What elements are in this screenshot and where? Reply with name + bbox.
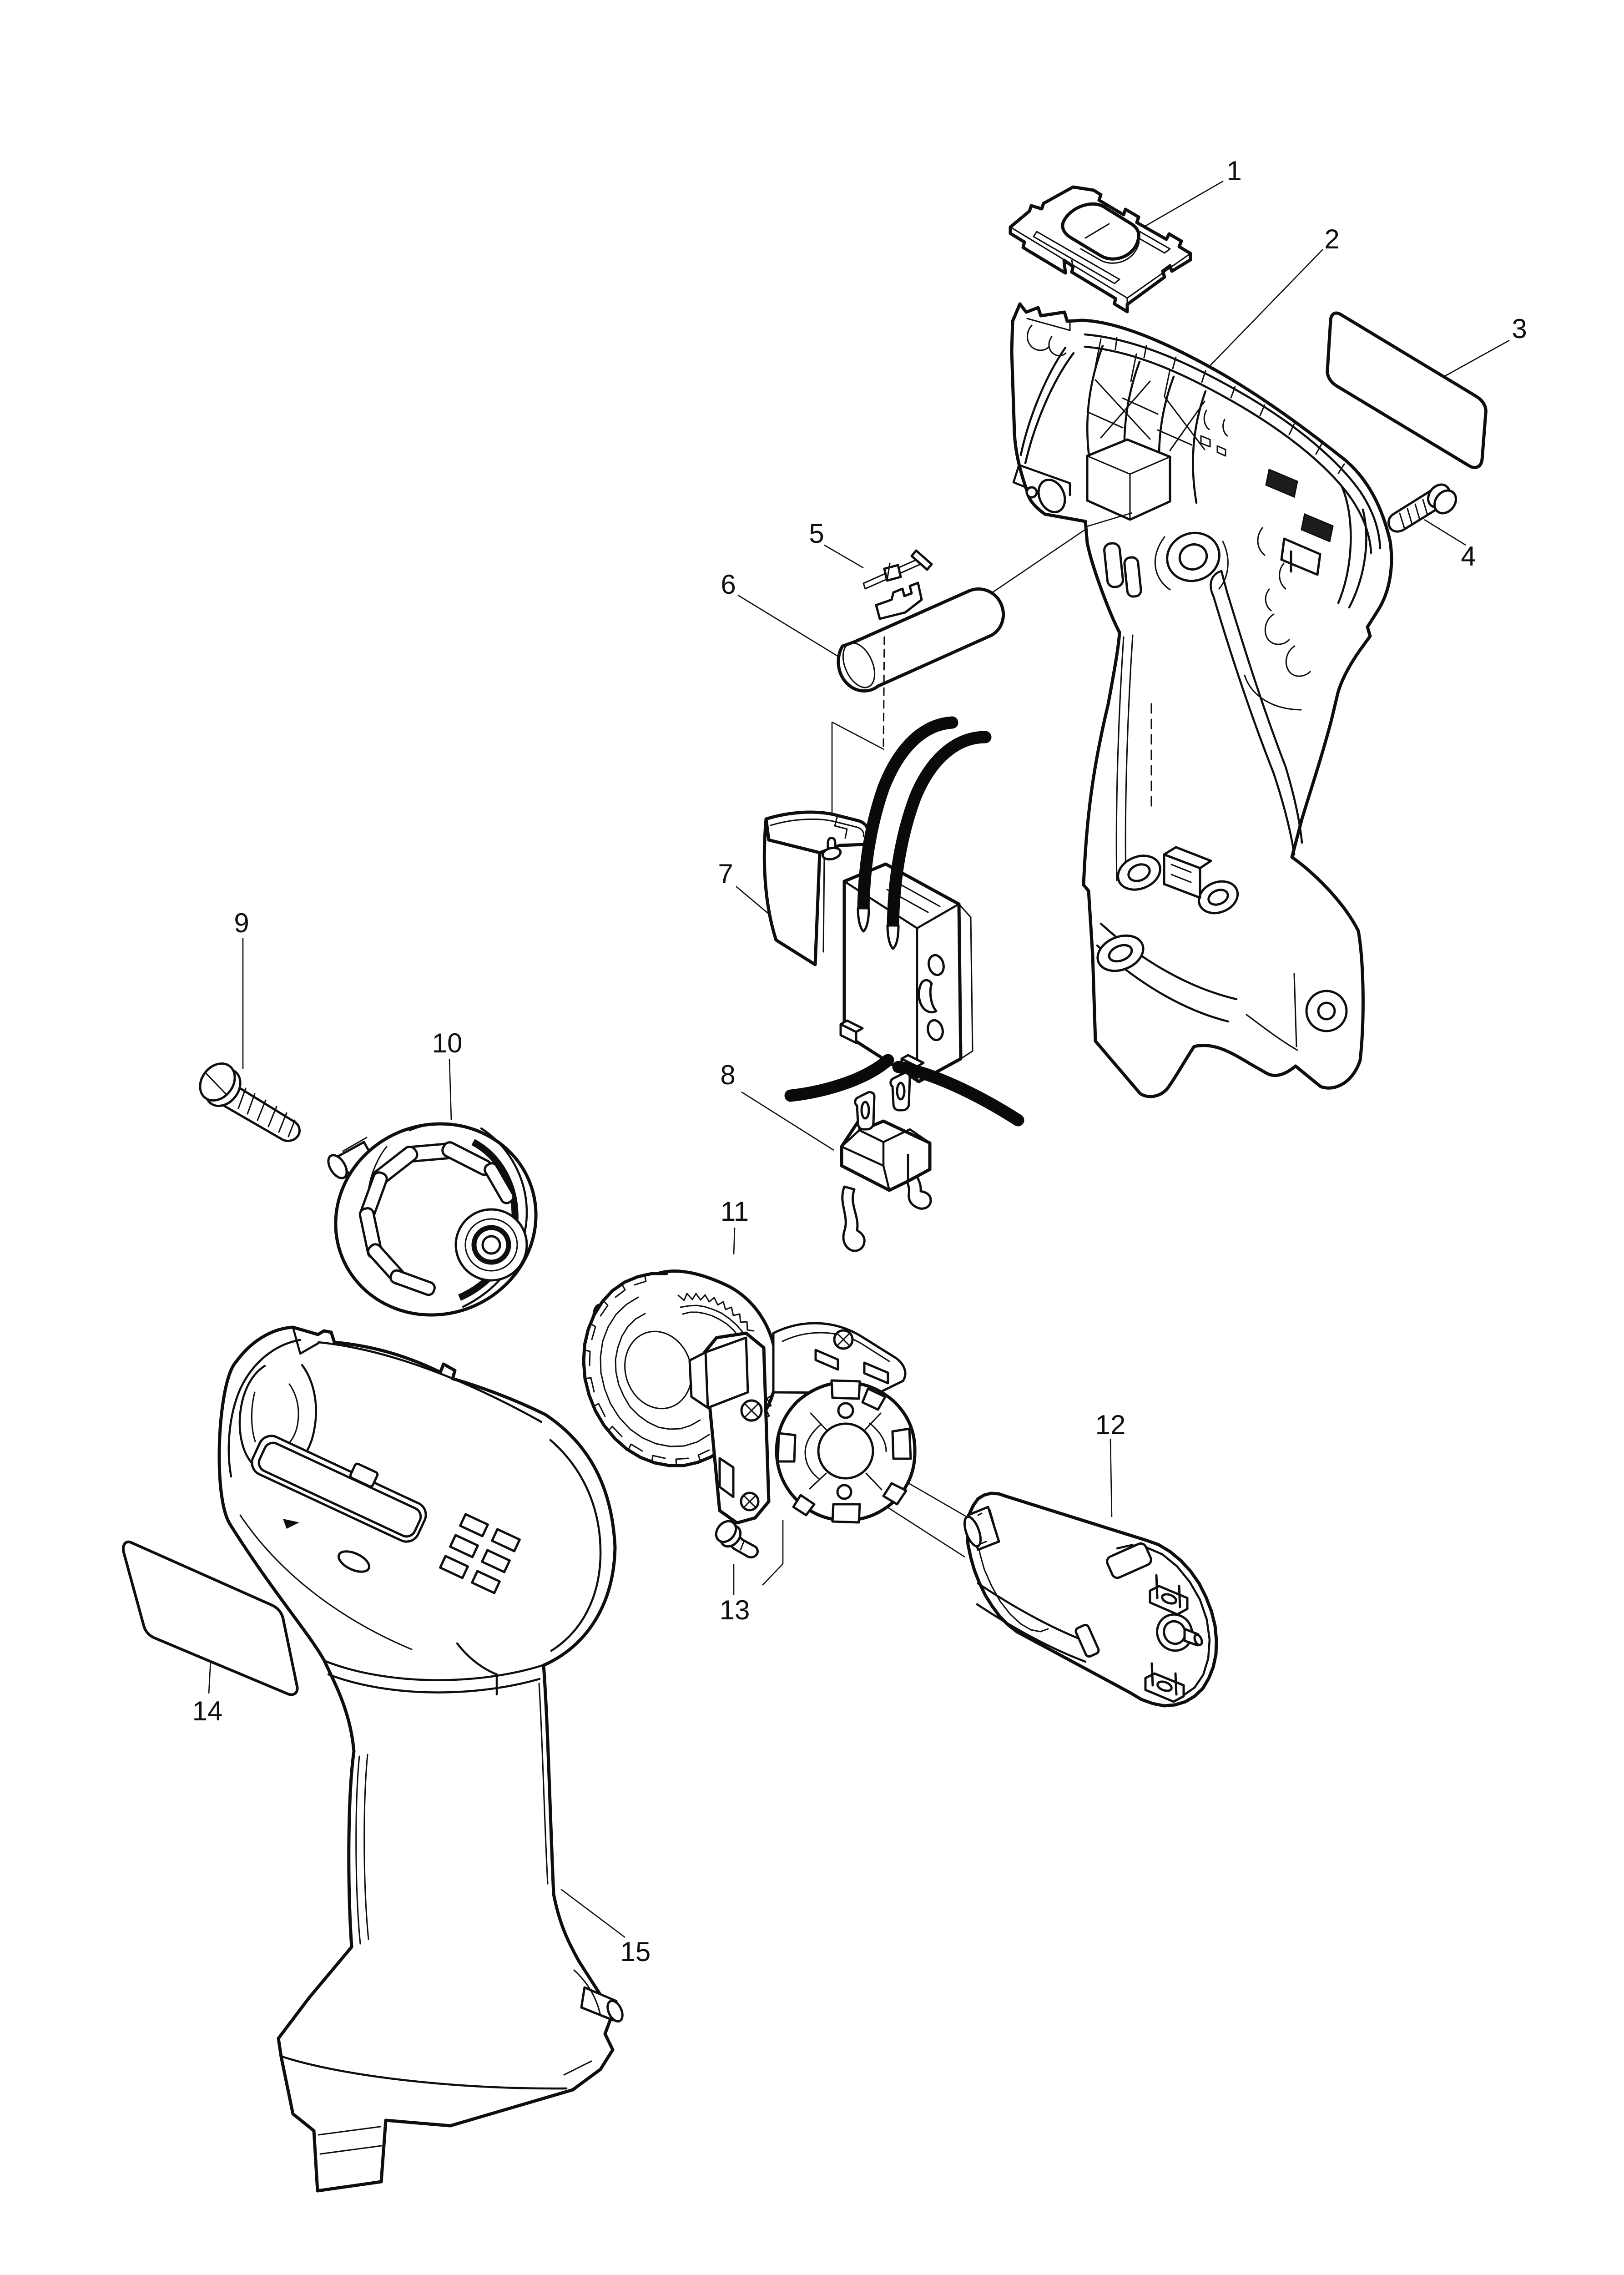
svg-text:3: 3 [1512,313,1527,344]
svg-text:11: 11 [721,1196,749,1227]
svg-text:13: 13 [720,1595,750,1625]
svg-text:15: 15 [620,1936,651,1967]
svg-text:14: 14 [192,1696,223,1726]
svg-text:4: 4 [1461,541,1476,571]
svg-text:5: 5 [809,518,824,549]
svg-text:2: 2 [1324,224,1339,254]
svg-text:8: 8 [720,1060,735,1090]
svg-text:9: 9 [234,908,249,938]
svg-text:12: 12 [1095,1410,1126,1440]
svg-text:10: 10 [432,1028,463,1058]
svg-text:6: 6 [721,569,736,600]
svg-text:7: 7 [718,859,733,889]
svg-text:1: 1 [1226,156,1241,186]
